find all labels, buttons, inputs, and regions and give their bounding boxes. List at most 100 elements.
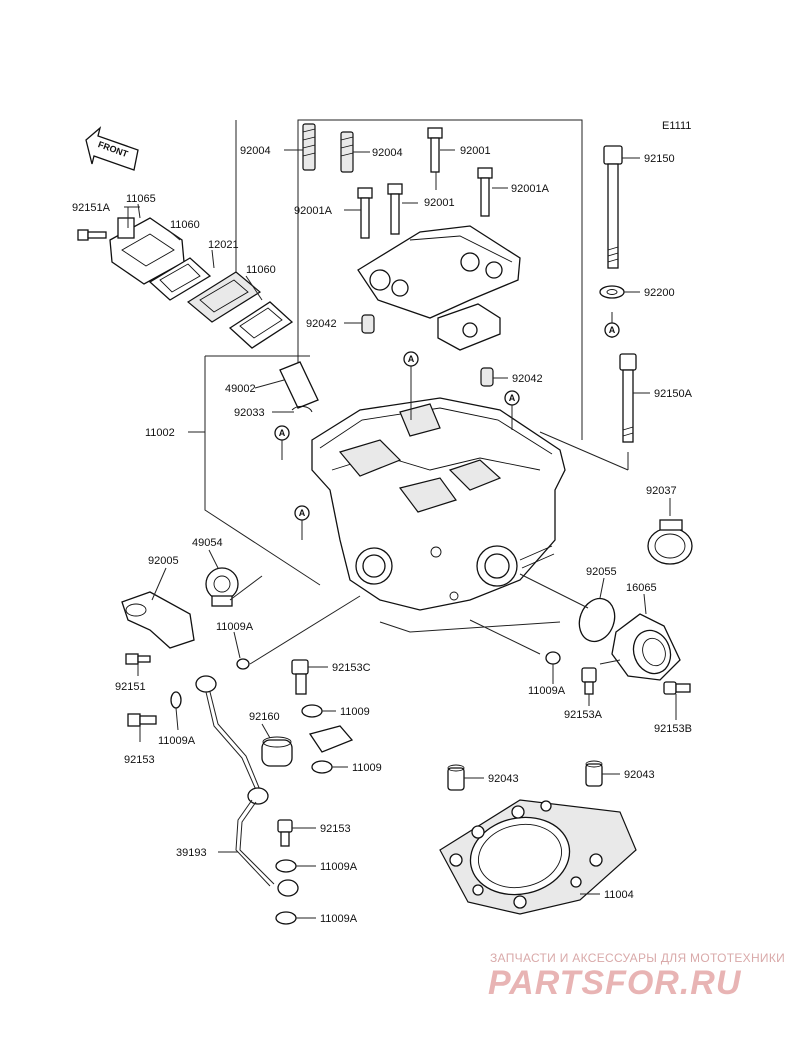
label-11009A-b: 11009A — [158, 735, 196, 747]
watermark-tagline: ЗАПЧАСТИ И АКСЕССУАРЫ ДЛЯ МОТОТЕХНИКИ — [490, 951, 785, 965]
dowel-92043-left — [447, 764, 465, 791]
svg-text:A: A — [609, 325, 616, 335]
bolt-92001A-right — [477, 167, 493, 217]
dowel-92042-right — [480, 367, 494, 387]
svg-text:A: A — [509, 393, 516, 403]
label-11009A-c: 11009A — [320, 861, 358, 873]
group-frame-lines — [204, 119, 629, 633]
label-12021: 12021 — [208, 239, 239, 251]
stud-92004-right — [340, 131, 354, 173]
label-11002: 11002 — [145, 427, 175, 439]
label-92153B: 92153B — [654, 723, 692, 735]
label-92153A: 92153A — [564, 709, 603, 721]
cover-11065 — [109, 217, 185, 285]
label-11060-b: 11060 — [246, 264, 276, 276]
label-11009-a: 11009 — [340, 706, 370, 718]
label-11009A-d: 11009A — [320, 913, 358, 925]
washer-92200 — [599, 285, 625, 299]
svg-text:A: A — [279, 428, 286, 438]
label-92150: 92150 — [644, 153, 675, 165]
label-92150A: 92150A — [654, 388, 693, 400]
water-outlet-92005 — [121, 591, 195, 649]
label-92033: 92033 — [234, 407, 265, 419]
label-49054: 49054 — [192, 537, 223, 549]
label-92151A: 92151A — [72, 202, 111, 214]
callout-a-5: A — [294, 505, 310, 540]
bolt-92153-left — [127, 713, 157, 727]
watermark-brand: PARTSFOR.RU — [488, 964, 742, 1002]
clip-92033 — [291, 405, 313, 413]
label-11009A-a: 11009A — [216, 621, 254, 633]
label-92043-a: 92043 — [488, 773, 519, 785]
gasket-11060-right — [228, 301, 294, 349]
bolt-92151A — [77, 229, 107, 241]
head-gasket-11004 — [439, 799, 637, 915]
bolt-92001A-left — [357, 187, 373, 239]
label-92153C: 92153C — [332, 662, 371, 674]
diagram-code: E1111 — [662, 120, 691, 132]
bolt-92001-top — [427, 127, 443, 173]
bolt-92150A — [619, 353, 637, 443]
label-92153-a: 92153 — [124, 754, 155, 766]
front-arrow-icon: FRONT — [85, 126, 139, 171]
bolt-92153-lower — [277, 819, 293, 847]
label-92001-a: 92001 — [460, 145, 491, 157]
part-labels: 92004 92004 92001 92001 92001A 92001A 92… — [72, 145, 693, 925]
callout-a-4: A — [274, 425, 290, 460]
svg-text:A: A — [408, 354, 415, 364]
oil-pipe-39193 — [195, 675, 299, 897]
bolt-92153C — [291, 659, 309, 695]
thermostat-49054 — [205, 567, 239, 607]
label-92055: 92055 — [586, 566, 617, 578]
bolt-92151 — [125, 653, 151, 665]
cylinder-head — [311, 397, 566, 611]
label-92160: 92160 — [249, 711, 280, 723]
label-16065: 16065 — [626, 582, 657, 594]
label-49002: 49002 — [225, 383, 256, 395]
washer-11009A-d — [275, 911, 297, 925]
label-92042-b: 92042 — [512, 373, 543, 385]
dowel-92042-left — [361, 314, 375, 334]
washer-11009A-c — [275, 859, 297, 873]
label-92001A-a: 92001A — [511, 183, 550, 195]
bolt-92001-mid — [387, 183, 403, 235]
label-11060-a: 11060 — [170, 219, 200, 231]
label-11065: 11065 — [126, 193, 156, 205]
watermark: ЗАПЧАСТИ И АКСЕССУАРЫ ДЛЯ МОТОТЕХНИКИ PA… — [488, 951, 785, 1002]
label-92037: 92037 — [646, 485, 677, 497]
svg-text:A: A — [299, 508, 306, 518]
label-92042-a: 92042 — [306, 318, 337, 330]
dowel-92043-right — [585, 760, 603, 787]
washer-11009-a — [301, 704, 323, 718]
camshaft-cap — [357, 225, 521, 351]
banjo-92160 — [261, 736, 293, 767]
plate-12021 — [186, 271, 262, 323]
label-39193: 39193 — [176, 847, 207, 859]
label-92200: 92200 — [644, 287, 675, 299]
label-92004-b: 92004 — [372, 147, 403, 159]
clamp-92037 — [647, 519, 693, 565]
callout-a-1: A — [604, 312, 620, 338]
bolt-92150 — [603, 145, 623, 269]
label-11004: 11004 — [604, 889, 634, 901]
label-11009-b: 11009 — [352, 762, 382, 774]
label-92001A-b: 92001A — [294, 205, 333, 217]
o-ring-92055 — [578, 597, 616, 643]
stud-92004-left — [302, 123, 316, 171]
bolt-92153A — [581, 667, 597, 695]
label-92153-b: 92153 — [320, 823, 351, 835]
callout-a-2: A — [403, 351, 419, 420]
bolt-92153B — [663, 681, 691, 695]
washer-11009A-a — [236, 658, 250, 670]
label-92151: 92151 — [115, 681, 146, 693]
washer-11009A-e — [545, 651, 561, 665]
leader-lines — [124, 149, 677, 919]
fitting-pipe-end — [308, 725, 354, 753]
holder-16065 — [611, 613, 681, 681]
label-92004-a: 92004 — [240, 145, 271, 157]
label-92001-b: 92001 — [424, 197, 455, 209]
washer-11009-b — [311, 760, 333, 774]
sleeve-49002 — [279, 361, 319, 409]
gasket-11060-left — [148, 257, 212, 301]
